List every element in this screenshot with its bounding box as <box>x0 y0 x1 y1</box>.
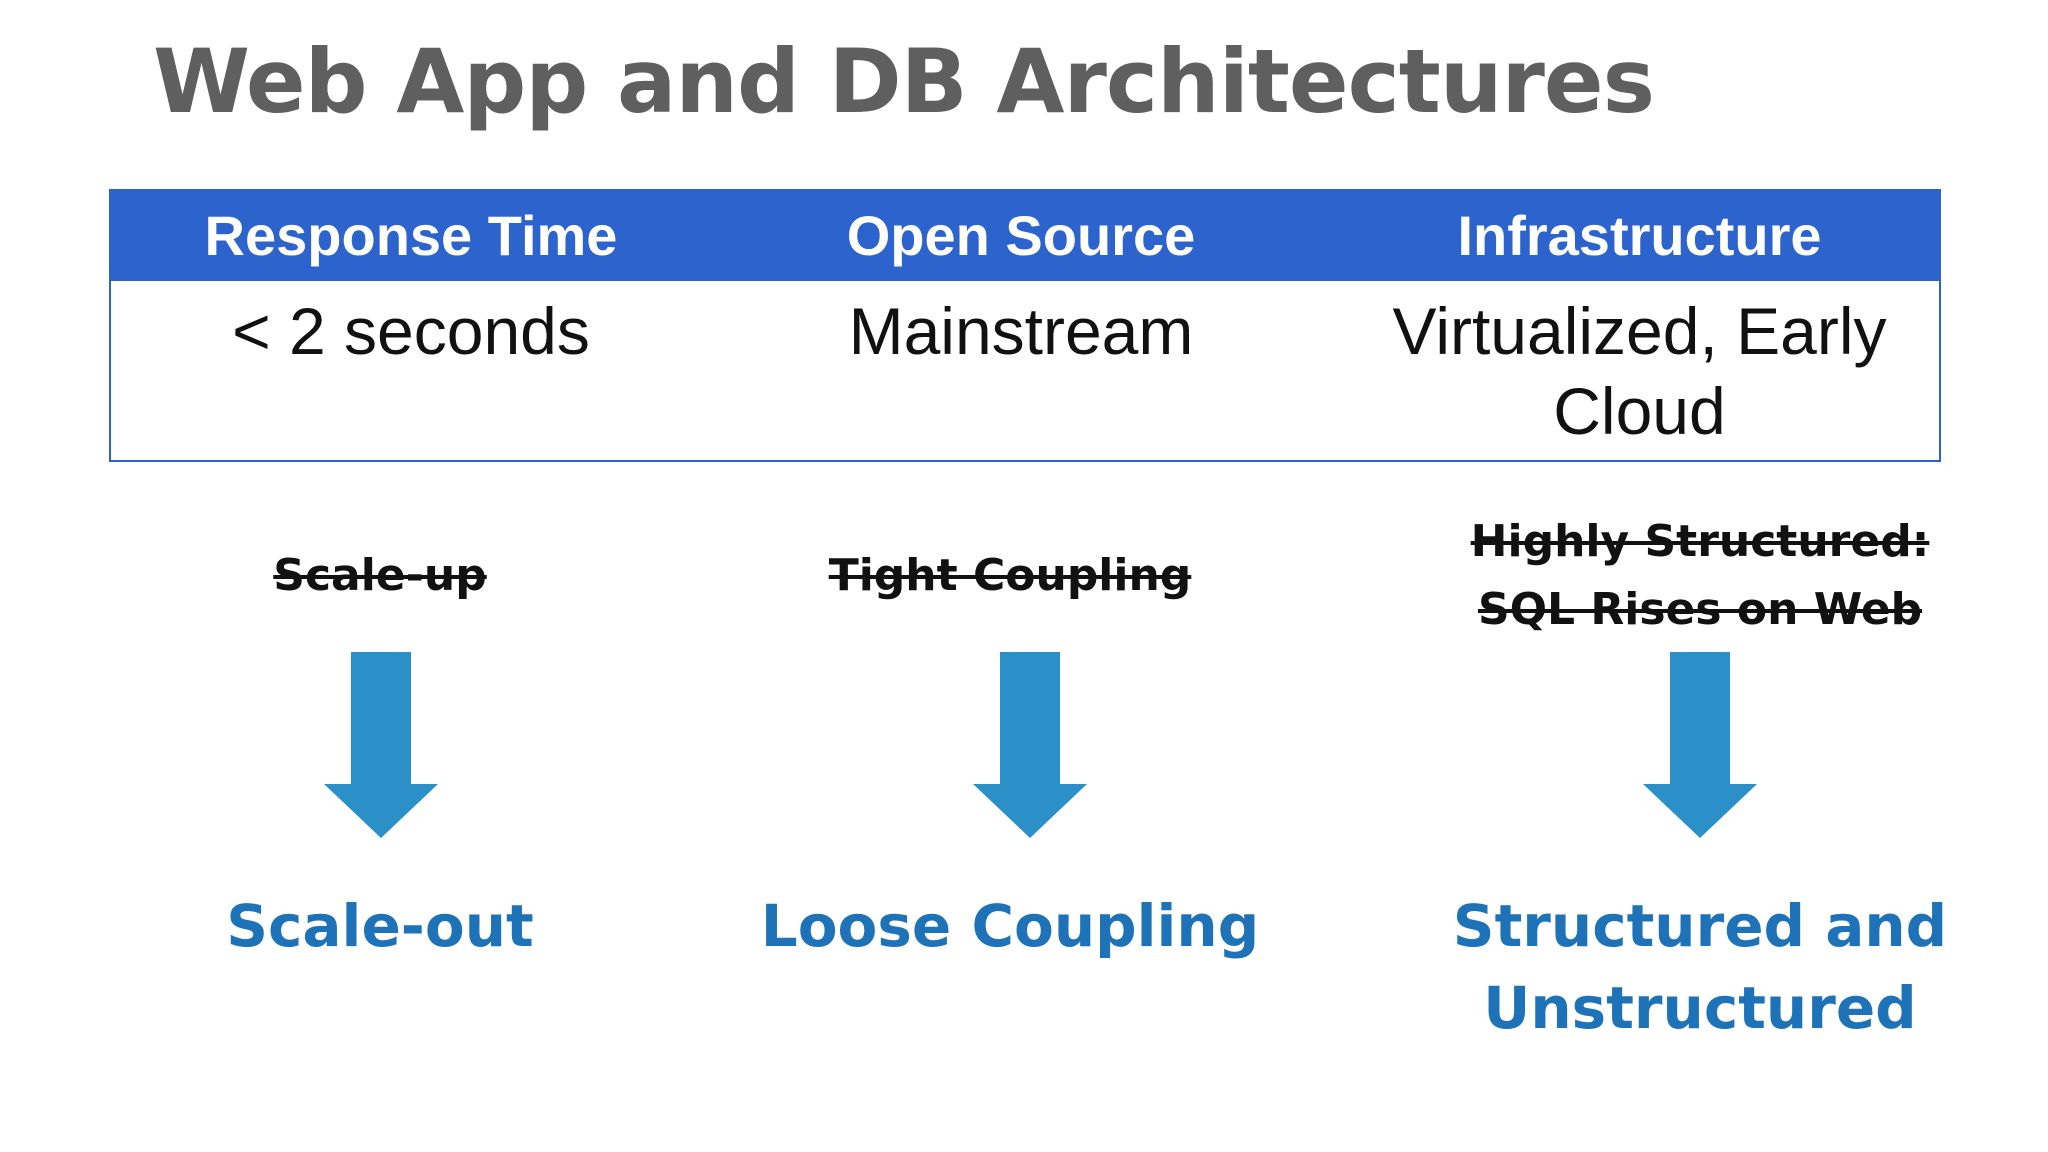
summary-table: Response Time Open Source Infrastructure… <box>109 189 1941 462</box>
old-approach-scale-up: Scale-up <box>273 550 487 601</box>
new-approach-loose-coupling: Loose Coupling <box>760 892 1260 960</box>
slide-title: Web App and DB Architectures <box>153 30 1655 133</box>
down-arrow-icon <box>324 652 438 838</box>
new-approach-structured-unstructured: Structured and Unstructured <box>1450 885 1950 1049</box>
header-response-time: Response Time <box>204 204 618 267</box>
new-approach-scale-out: Scale-out <box>226 892 534 960</box>
header-open-source: Open Source <box>846 204 1196 267</box>
value-infrastructure: Virtualized, Early Cloud <box>1392 294 1887 448</box>
old-approach-highly-structured: Highly Structured: SQL Rises on Web <box>1450 508 1950 644</box>
table-header-row: Response Time Open Source Infrastructure <box>111 191 1939 281</box>
new-approach-line-1: Structured and <box>1452 892 1948 960</box>
down-arrow-icon <box>1643 652 1757 838</box>
down-arrow-icon <box>973 652 1087 838</box>
value-response-time: < 2 seconds <box>232 294 590 368</box>
old-approach-line-1: Highly Structured: <box>1470 516 1930 567</box>
old-approach-line-2: SQL Rises on Web <box>1477 584 1923 635</box>
new-approach-line-2: Unstructured <box>1483 974 1917 1042</box>
old-approach-tight-coupling: Tight Coupling <box>828 550 1192 601</box>
value-open-source: Mainstream <box>848 294 1194 368</box>
header-infrastructure: Infrastructure <box>1457 204 1822 267</box>
